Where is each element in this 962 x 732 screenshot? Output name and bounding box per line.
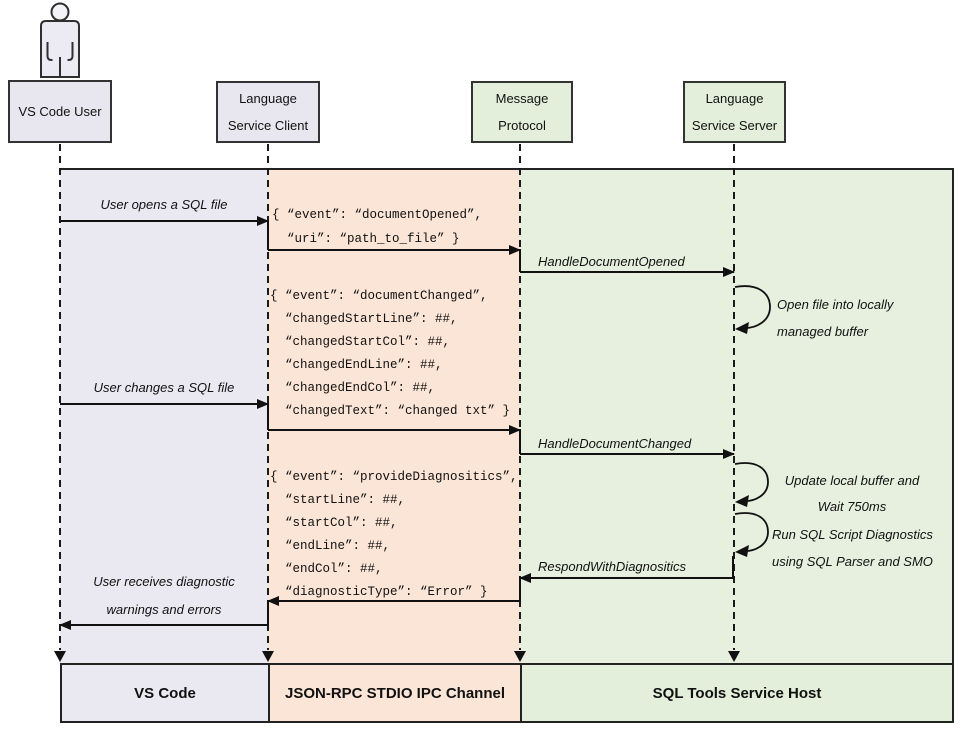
connector-segment: [519, 577, 521, 601]
json-document-changed: { “event”: “documentChanged”, “changedSt…: [270, 289, 511, 418]
lifeline-vs-code-user: [59, 144, 61, 650]
band-vs-code: [60, 170, 268, 663]
label-user-receives: User receives diagnostic warnings and er…: [93, 574, 235, 617]
lane-row: VS Code JSON-RPC STDIO IPC Channel SQL T…: [60, 663, 954, 723]
lifeline-end-arrow: [728, 651, 740, 662]
arrow-user-changes: [60, 399, 269, 409]
lifeline-message-protocol: [519, 144, 521, 650]
diagram-region: VS Code JSON-RPC STDIO IPC Channel SQL T…: [60, 168, 954, 725]
lifeline-end-arrow: [514, 651, 526, 662]
lane-vs-code: VS Code: [62, 665, 268, 721]
lane-ipc-channel: JSON-RPC STDIO IPC Channel: [268, 665, 520, 721]
band-ipc-channel: [268, 170, 520, 663]
connector-segment: [519, 429, 521, 454]
label-user-changes: User changes a SQL file: [93, 380, 235, 395]
arrow-user-receives: [59, 620, 268, 630]
lane-sql-tools-host: SQL Tools Service Host: [520, 665, 952, 721]
label-handle-document-changed: HandleDocumentChanged: [538, 436, 692, 451]
connector-segment: [732, 556, 734, 578]
arrow-respond-with-diagnostics: [519, 573, 734, 583]
arrow-user-opens: [60, 216, 269, 226]
label-user-opens: User opens a SQL file: [100, 197, 228, 212]
arrow-handle-document-opened: [520, 267, 735, 277]
lifeline-language-service-client: [267, 144, 269, 650]
arrow-document-opened: [268, 245, 521, 255]
self-loop-update-buffer: [734, 462, 769, 507]
label-respond-with-diagnostics: RespondWithDiagnositics: [538, 559, 687, 574]
json-provide-diagnostics: { “event”: “provideDiagnositics”, “start…: [270, 470, 518, 599]
note-run-diagnostics: Run SQL Script Diagnostics using SQL Par…: [772, 527, 933, 569]
connector-segment: [519, 249, 521, 272]
arrow-handle-document-changed: [520, 449, 735, 459]
json-document-opened: { “event”: “documentOpened”, “uri”: “pat…: [272, 208, 483, 246]
actor-language-service-server: Language Service Server: [683, 81, 786, 143]
note-update-buffer: Update local buffer and Wait 750ms: [784, 473, 920, 514]
arrow-document-changed: [268, 425, 521, 435]
actor-vs-code-user: VS Code User: [8, 80, 112, 143]
band-sql-tools-host: [520, 170, 954, 663]
connector-segment: [267, 220, 269, 250]
self-loop-open-file: [734, 285, 771, 334]
note-open-file: Open file into locally managed buffer: [777, 297, 894, 339]
lifeline-end-arrow: [262, 651, 274, 662]
lifeline-language-service-server: [733, 144, 735, 650]
lifeline-end-arrow: [54, 651, 66, 662]
connector-segment: [267, 403, 269, 430]
actor-language-service-client: Language Service Client: [216, 81, 320, 143]
arrow-provide-diagnostics: [267, 596, 520, 606]
label-handle-document-opened: HandleDocumentOpened: [538, 254, 685, 269]
actor-message-protocol: Message Protocol: [471, 81, 573, 143]
band-row: [60, 168, 954, 663]
person-icon: [40, 2, 80, 78]
connector-segment: [267, 600, 269, 625]
self-loop-run-diagnostics: [734, 512, 769, 557]
